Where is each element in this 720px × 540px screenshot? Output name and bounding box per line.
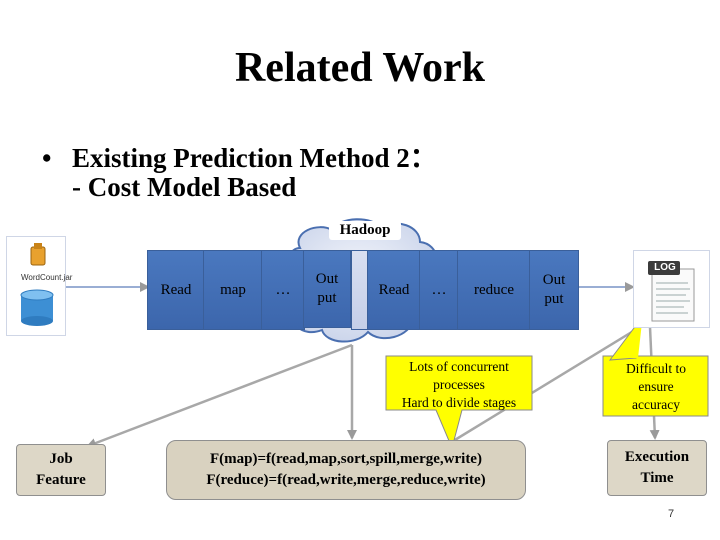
stage-label: reduce <box>474 281 514 298</box>
arrow-to-job-feature <box>86 343 353 448</box>
stage-output-2: Out put <box>529 250 579 330</box>
box-line: Time <box>640 470 674 486</box>
stage-label: map <box>220 281 246 298</box>
sub-bullet-text: - Cost Model Based <box>72 172 297 202</box>
stage-label: Read <box>378 281 410 298</box>
callout-line: processes <box>433 377 485 392</box>
formula-reduce: F(reduce)=f(read,write,merge,reduce,writ… <box>206 472 486 488</box>
callout-line: accuracy <box>632 397 680 412</box>
stage-label: Out put <box>542 272 566 307</box>
callout-accuracy: Difficult to ensure accuracy <box>604 360 708 414</box>
execution-time-box: Execution Time <box>607 440 707 496</box>
stage-read-2: Read <box>367 250 421 330</box>
box-line: Execution <box>624 449 690 465</box>
callout-line: Lots of concurrent <box>409 359 509 374</box>
bullet-item: • Existing Prediction Method 2： <box>42 136 437 175</box>
stage-label: … <box>275 281 291 298</box>
log-file-icon <box>648 261 695 322</box>
stage-ellipsis-2: … <box>419 250 459 330</box>
stage-label: … <box>431 281 447 298</box>
callout-line: Hard to divide stages <box>401 395 517 410</box>
bullet-symbol: • <box>42 143 52 173</box>
stage-ellipsis-1: … <box>261 250 305 330</box>
box-line: Job <box>49 451 73 467</box>
log-label: LOG <box>654 262 676 273</box>
slide-title: Related Work <box>234 45 486 91</box>
page-number: 7 <box>668 508 675 520</box>
stage-map: map <box>203 250 263 330</box>
input-panel: WordCount.jar <box>6 236 73 336</box>
jar-label: WordCount.jar <box>21 273 73 282</box>
stage-label: Read <box>160 281 192 298</box>
formula-map: F(map)=f(read,map,sort,spill,merge,write… <box>210 451 482 467</box>
jar-icon <box>20 243 54 326</box>
stage-label: Out put <box>315 271 339 306</box>
log-panel: LOG <box>633 250 710 328</box>
arrow-log-to-formula <box>444 325 641 448</box>
callout-line: Difficult to <box>625 361 687 376</box>
stage-reduce: reduce <box>457 250 531 330</box>
job-feature-box: Job Feature <box>16 444 106 496</box>
cost-formula-box: F(map)=f(read,map,sort,spill,merge,write… <box>166 440 526 500</box>
box-line: Feature <box>36 472 86 488</box>
callout-accuracy-pointer <box>612 322 642 358</box>
stage-read-1: Read <box>147 250 205 330</box>
callout-concurrent: Lots of concurrent processes Hard to div… <box>388 358 530 412</box>
hadoop-label: Hadoop <box>329 221 401 240</box>
bullet-text: Existing Prediction Method 2： <box>72 143 437 173</box>
stage-output-1: Out put <box>303 250 351 328</box>
callout-line: ensure <box>638 379 674 394</box>
callout-concurrent-shape <box>385 355 533 450</box>
